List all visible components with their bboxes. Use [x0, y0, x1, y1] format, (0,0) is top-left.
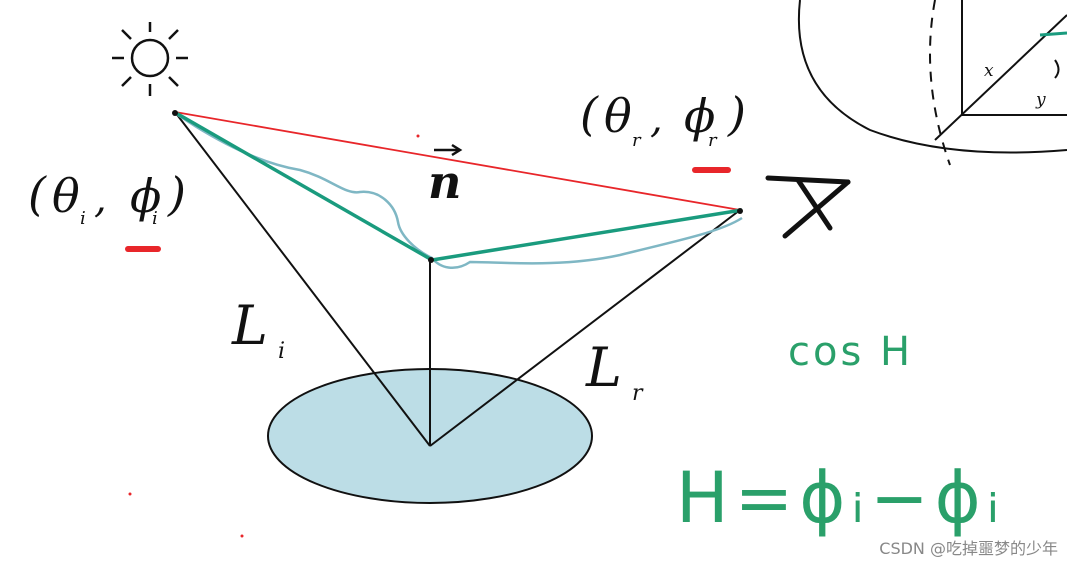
reflected-ray — [429, 209, 741, 447]
incident-ray — [174, 111, 431, 447]
svg-text:L: L — [585, 336, 622, 399]
stray-dot-1 — [416, 134, 420, 138]
eye-icon — [765, 175, 851, 239]
svg-text:,: , — [94, 176, 107, 222]
source-viewer-line — [174, 111, 741, 211]
inset-arc — [1054, 59, 1060, 79]
normal-label: n — [428, 143, 463, 209]
handwritten-note-h-equation: H=ϕᵢ−ϕᵢ — [676, 457, 1005, 539]
half-line-right — [431, 208, 743, 262]
svg-text:n: n — [428, 155, 461, 209]
svg-text:θ: θ — [52, 169, 80, 223]
hand-trace — [177, 113, 743, 270]
svg-text:): ) — [167, 167, 186, 221]
inset-sphere-outline — [797, 0, 1067, 154]
svg-text:r: r — [708, 130, 718, 151]
inset-green-mark — [1039, 31, 1067, 37]
svg-text:i: i — [152, 208, 158, 229]
viewer-point — [737, 208, 743, 214]
reflected-L-label: L r — [585, 336, 644, 406]
inset-coordinate-sketch: x y — [797, 0, 1067, 166]
incident-angle-label: ( θ i , ϕ i ) — [28, 167, 186, 229]
svg-text:,: , — [650, 96, 663, 142]
svg-text:r: r — [632, 130, 642, 151]
svg-text:i: i — [278, 339, 285, 364]
svg-text:r: r — [632, 381, 644, 406]
svg-text:L: L — [231, 294, 268, 357]
incident-L-label: L i — [231, 294, 285, 364]
inset-dashed-meridian — [929, 0, 951, 166]
svg-text:ϕ: ϕ — [130, 169, 161, 223]
half-line-left — [175, 111, 433, 262]
reflected-angle-label: ( θ r , ϕ r ) — [580, 87, 746, 151]
svg-text:i: i — [80, 208, 86, 229]
half-point — [428, 257, 434, 263]
svg-text:ϕ: ϕ — [684, 89, 715, 143]
svg-text:θ: θ — [604, 89, 632, 143]
svg-text:(: ( — [28, 167, 47, 221]
stray-dot-2 — [128, 492, 132, 496]
source-point — [172, 110, 178, 116]
watermark: CSDN @吃掉噩梦的少年 — [879, 539, 1058, 558]
inset-y-label: y — [1035, 90, 1046, 110]
svg-text:(: ( — [580, 87, 599, 141]
svg-text:): ) — [727, 87, 746, 141]
inset-x-label: x — [984, 61, 994, 81]
handwritten-note-cos-h: cos H — [788, 329, 913, 375]
sun-icon — [112, 22, 188, 96]
stray-dot-3 — [240, 534, 244, 538]
